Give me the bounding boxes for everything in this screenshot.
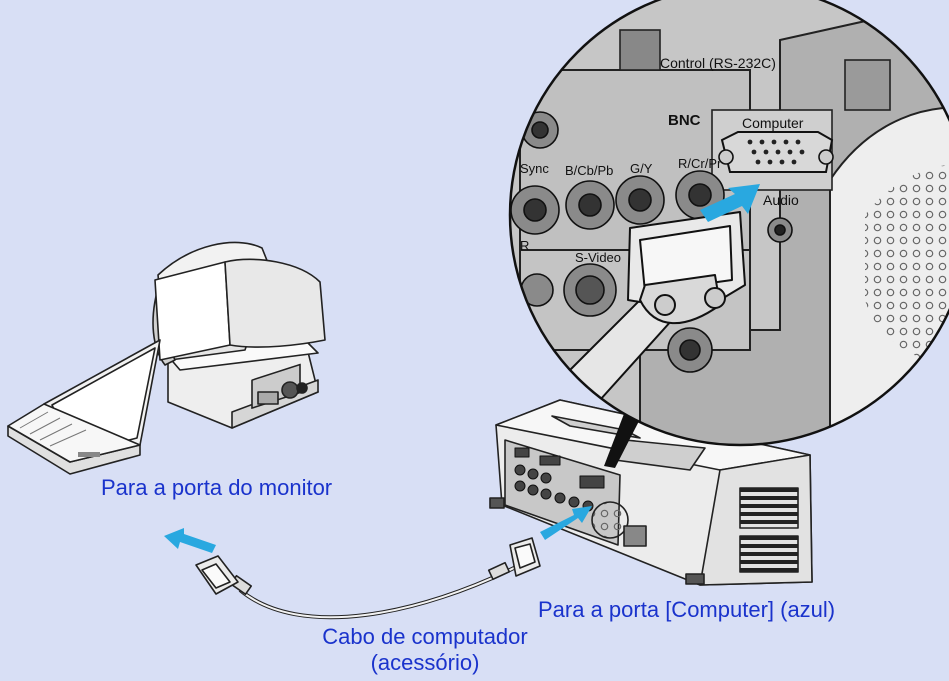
panel-label-r: R [520, 238, 529, 253]
laptop-icon [7, 339, 161, 475]
monitor-port-caption: Para a porta do monitor [101, 475, 333, 500]
cable-caption-line1: Cabo de computador [322, 624, 528, 649]
zoom-panel: Control (RS-232C) BNC Computer Sync B/Cb… [510, 0, 949, 445]
panel-label-bcbpb: B/Cb/Pb [565, 163, 613, 178]
projector-icon [489, 399, 813, 586]
panel-label-sync: Sync [520, 161, 549, 176]
panel-label-svideo: S-Video [575, 250, 621, 265]
panel-label-bnc: BNC [668, 112, 701, 129]
computer-port-caption: Para a porta [Computer] (azul) [538, 597, 836, 622]
panel-label-audio: Audio [763, 192, 799, 208]
arrow-left-icon [164, 528, 216, 553]
cable-caption: Cabo de computador (acessório) [290, 624, 560, 676]
cable-caption-line2: (acessório) [370, 650, 480, 675]
panel-label-computer: Computer [742, 115, 804, 131]
zoom-arrow-icon [700, 184, 760, 222]
panel-label-control: Control (RS-232C) [660, 55, 776, 71]
arrow-right-icon [540, 506, 592, 540]
vga-cable-icon [195, 537, 541, 620]
panel-label-gy: G/Y [630, 161, 653, 176]
panel-label-rcrpr: R/Cr/Pr [678, 156, 722, 171]
desktop-monitor-icon [152, 241, 326, 429]
